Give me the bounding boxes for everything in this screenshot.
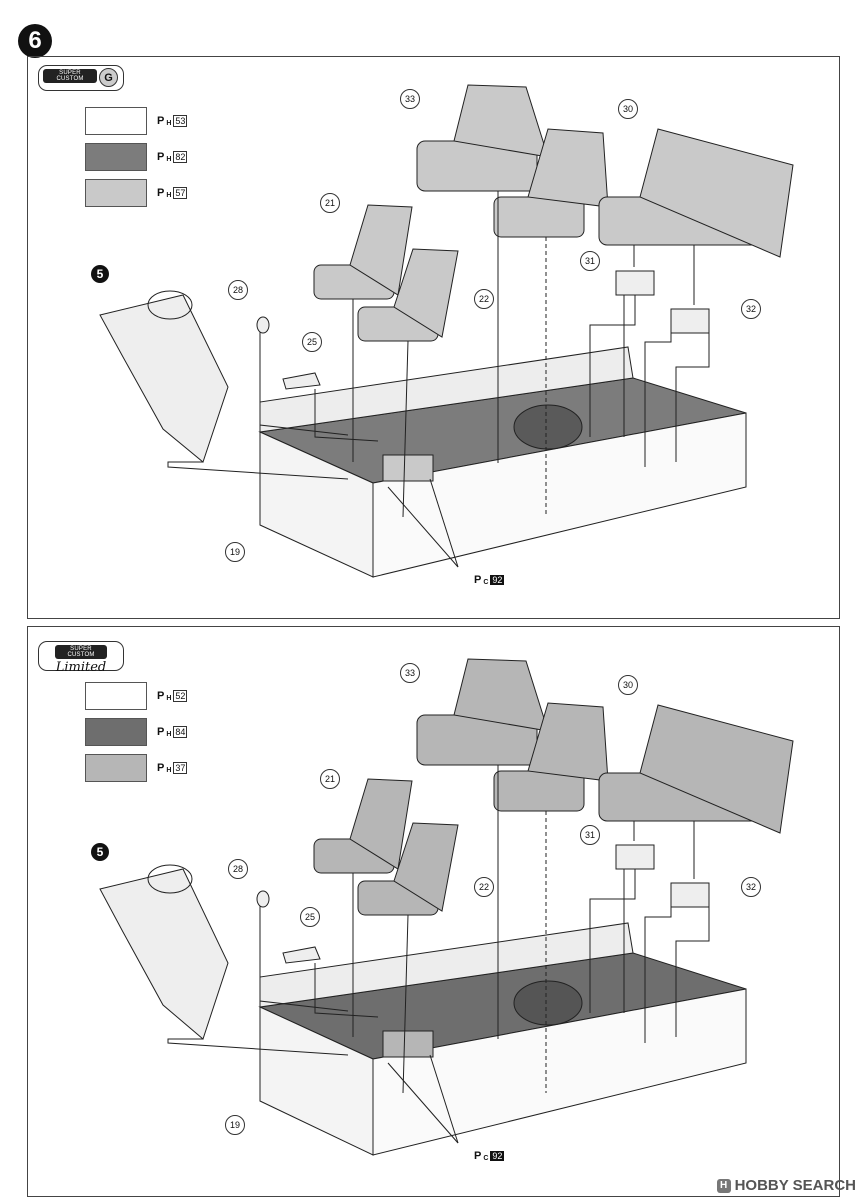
second-row-seat-33 (416, 658, 609, 812)
handbrake-25 (282, 372, 321, 390)
part-callout-30: 30 (618, 99, 638, 119)
wheel-arch (513, 980, 583, 1026)
assembly-illustration (99, 84, 794, 578)
assembly-leader-lines (167, 765, 710, 1144)
edition-badge-super-custom-g: SUPER CUSTOM G (38, 65, 124, 91)
floor-front-panel (372, 988, 747, 1156)
step-reference-badge: 5 (91, 265, 109, 283)
front-seat-21 (313, 778, 413, 874)
paint-swatch (85, 179, 147, 207)
paint-swatch (85, 143, 147, 171)
hobby-search-logo-icon: H (716, 1178, 731, 1193)
part-callout-19: 19 (225, 1115, 245, 1135)
part-callout-31: 31 (580, 251, 600, 271)
front-seat-22 (357, 822, 459, 916)
part-callout-19: 19 (225, 542, 245, 562)
wheel-arch (513, 404, 583, 450)
paint-swatch (85, 754, 147, 782)
step-reference-badge: 5 (91, 843, 109, 861)
steering-wheel (147, 864, 193, 894)
part-callout-32: 32 (741, 877, 761, 897)
paint-swatch (85, 682, 147, 710)
part-callout-31: 31 (580, 825, 600, 845)
grade-script-label: Limited (55, 660, 107, 675)
third-row-seat-30 (598, 704, 794, 834)
part-callout-32: 32 (741, 299, 761, 319)
seat-tray-32 (670, 308, 710, 334)
center-console (382, 454, 434, 482)
assembly-leader-lines (167, 191, 710, 568)
handbrake-25 (282, 946, 321, 964)
floor-front-panel (372, 412, 747, 578)
front-seat-22 (357, 248, 459, 342)
dashboard-assembly (99, 868, 229, 1040)
seat-tray-31 (615, 844, 655, 870)
shift-lever-28 (256, 890, 270, 921)
seat-tray-31 (615, 270, 655, 296)
part-callout-21: 21 (320, 769, 340, 789)
part-callout-33: 33 (400, 663, 420, 683)
third-row-seat-30 (598, 128, 794, 258)
part-callout-25: 25 (300, 907, 320, 927)
center-console (382, 1030, 434, 1058)
step-number-badge: 6 (18, 24, 52, 58)
second-row-seat-33 (416, 84, 609, 238)
grade-emblem: G (99, 68, 118, 87)
edition-brand-label: SUPER CUSTOM (43, 69, 97, 83)
hobby-search-watermark: H HOBBY SEARCH (716, 1177, 856, 1194)
edition-badge-super-custom-limited: SUPER CUSTOM Limited (38, 641, 124, 675)
edition-brand-label: SUPER CUSTOM (55, 645, 107, 659)
part-callout-21: 21 (320, 193, 340, 213)
paint-swatch (85, 107, 147, 135)
seat-tray-32 (670, 882, 710, 908)
part-callout-25: 25 (302, 332, 322, 352)
part-callout-30: 30 (618, 675, 638, 695)
steering-wheel (147, 290, 193, 320)
part-callout-22: 22 (474, 877, 494, 897)
dashboard-assembly (99, 294, 229, 463)
shift-lever-28 (256, 316, 270, 347)
part-callout-28: 28 (228, 859, 248, 879)
part-callout-33: 33 (400, 89, 420, 109)
part-callout-28: 28 (228, 280, 248, 300)
watermark-text: HOBBY SEARCH (734, 1177, 856, 1194)
paint-swatch (85, 718, 147, 746)
front-seat-21 (313, 204, 413, 300)
assembly-illustration (99, 658, 794, 1156)
part-callout-22: 22 (474, 289, 494, 309)
